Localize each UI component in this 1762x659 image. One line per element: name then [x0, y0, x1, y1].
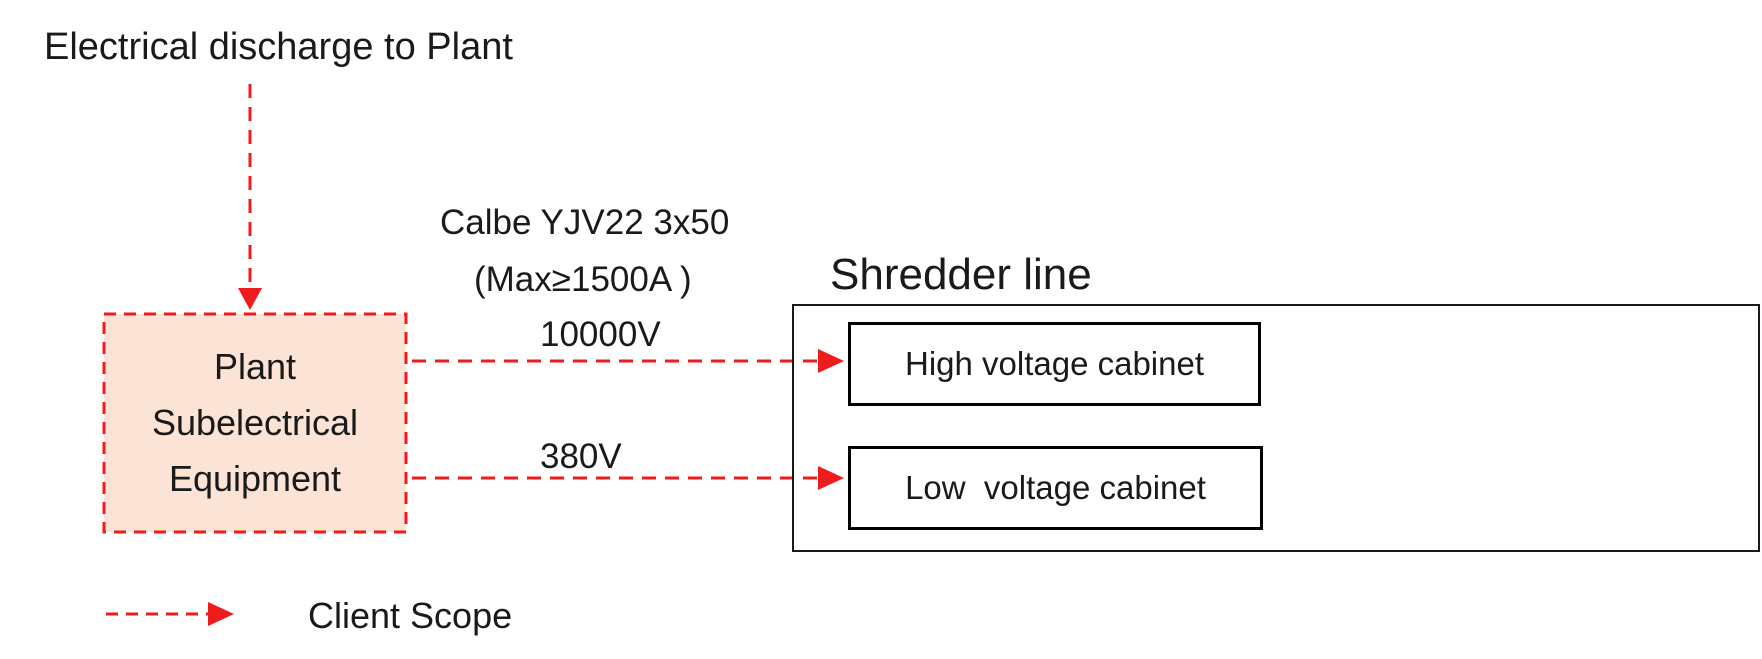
legend-client-scope-label: Client Scope [308, 595, 513, 636]
high-voltage-cabinet-label: High voltage cabinet [904, 345, 1205, 382]
high-voltage-value: 10000V [540, 315, 661, 354]
shredder-line-box [792, 304, 1760, 552]
discharge-feed-arrowhead [238, 288, 262, 310]
plant-subelectrical-box [104, 314, 406, 532]
low-voltage-value: 380V [540, 437, 622, 476]
plant-box-border [102, 312, 408, 534]
diagram-title: Electrical discharge to Plant [44, 26, 513, 68]
low-voltage-cabinet: Low voltage cabinet [848, 446, 1263, 530]
plant-label-line-3: Equipment [168, 458, 342, 499]
plant-subelectrical-label: Plant Subelectrical Equipment [104, 314, 406, 532]
shredder-line-title: Shredder line [830, 250, 1092, 299]
low-voltage-cabinet-label: Low voltage cabinet [905, 469, 1206, 506]
cable-spec-label: Calbe YJV22 3x50 [440, 203, 730, 242]
cable-max-current-label: (Max≥1500A ) [474, 260, 692, 299]
legend-arrowhead [208, 602, 234, 626]
lv-connector-arrowhead [818, 466, 844, 490]
plant-label-line-1: Plant [213, 346, 297, 387]
hv-connector-arrowhead [818, 349, 844, 373]
plant-label-line-2: Subelectrical [151, 402, 359, 443]
high-voltage-cabinet: High voltage cabinet [848, 322, 1261, 406]
